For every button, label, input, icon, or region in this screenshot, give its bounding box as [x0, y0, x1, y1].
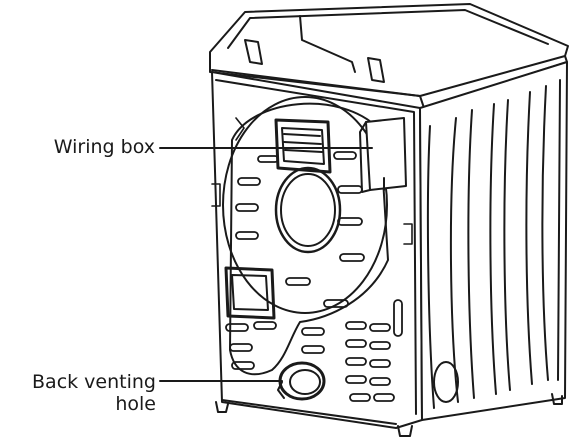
- side-brackets: [212, 118, 412, 244]
- wiring-box: [360, 118, 406, 192]
- wiring-box-label: Wiring box: [53, 136, 155, 158]
- lower-vent-window: [226, 268, 274, 318]
- upper-vent-window: [276, 120, 330, 172]
- back-venting-hole-label: Back venting hole: [0, 371, 156, 415]
- side-panel: [420, 62, 567, 420]
- louver-slots: [226, 152, 402, 401]
- back-venting-label-line1: Back venting: [32, 371, 156, 393]
- top-lid: [210, 4, 568, 108]
- back-venting-label-line2: hole: [115, 393, 156, 415]
- leveling-feet: [216, 394, 562, 436]
- rear-plate: [223, 97, 388, 374]
